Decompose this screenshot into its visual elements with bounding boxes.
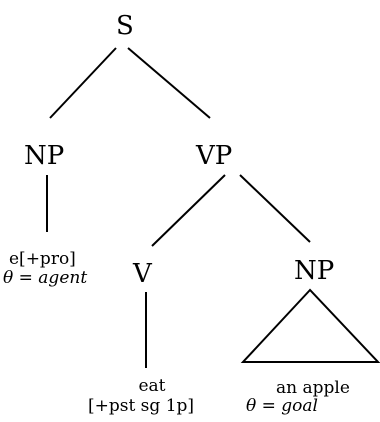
object-word: an apple: [276, 378, 350, 398]
verb-word: eat: [138, 376, 165, 396]
object-theta-symbol: θ =: [246, 396, 281, 416]
subject-features: e[+pro]: [9, 249, 76, 269]
node-np-subject-label: NP: [24, 141, 64, 171]
object-theta-role: goal: [281, 396, 318, 416]
edge-vp-v: [151, 174, 226, 247]
node-v-label: V: [132, 259, 153, 289]
object-theta-annotation: θ = goal: [246, 396, 318, 416]
node-s-label: S: [116, 11, 134, 41]
subject-theta-symbol: θ =: [3, 268, 38, 288]
node-vp-label: VP: [195, 141, 232, 171]
object-np-triangle: [240, 288, 380, 363]
edge-s-vp: [127, 47, 211, 119]
subject-theta-annotation: θ = agent: [3, 268, 87, 288]
edge-s-np: [49, 47, 117, 119]
edge-vp-np-object: [239, 174, 311, 243]
node-np-object-label: NP: [294, 256, 334, 286]
verb-features: [+pst sg 1p]: [88, 396, 194, 416]
subject-theta-role: agent: [38, 268, 87, 288]
